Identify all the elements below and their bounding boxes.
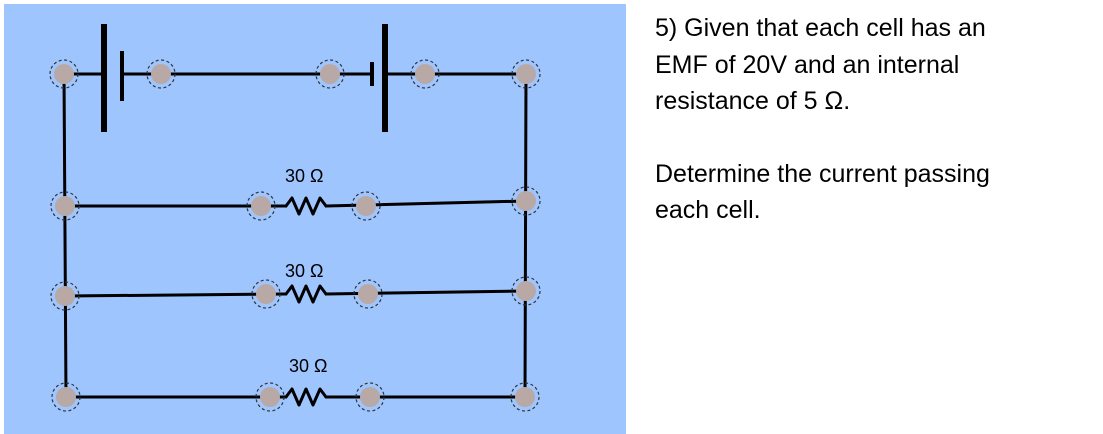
node[interactable]	[351, 191, 381, 221]
node[interactable]	[50, 191, 80, 221]
wire	[63, 292, 288, 298]
node[interactable]	[49, 59, 79, 89]
resistor-branch-3: 30 Ω	[64, 356, 527, 407]
question-text: 5) Given that each cell has an EMF of 20…	[655, 10, 1095, 229]
right-rail	[523, 72, 528, 399]
node[interactable]	[511, 276, 541, 306]
question-line: resistance of 5 Ω.	[655, 87, 851, 115]
node[interactable]	[355, 382, 385, 412]
resistor-3-zigzag	[284, 387, 328, 407]
resistor-1-label: 30 Ω	[285, 166, 323, 186]
node[interactable]	[255, 382, 285, 412]
node[interactable]	[50, 281, 80, 311]
node[interactable]	[246, 191, 276, 221]
node[interactable]	[315, 59, 345, 89]
question-line: each cell.	[655, 196, 761, 224]
resistor-3-label: 30 Ω	[289, 356, 327, 376]
circuit-diagram: 30 Ω 30 Ω 30 Ω	[4, 4, 626, 434]
resistor-2-label: 30 Ω	[285, 261, 323, 281]
node[interactable]	[51, 382, 81, 412]
node[interactable]	[510, 382, 540, 412]
question-line: 5) Given that each cell has an	[655, 14, 986, 42]
left-rail	[62, 72, 68, 399]
question-task: Determine the current passing each cell.	[655, 156, 1095, 229]
node[interactable]	[511, 186, 541, 216]
question-statement: 5) Given that each cell has an EMF of 20…	[655, 10, 1095, 120]
resistor-2-zigzag	[284, 284, 328, 304]
node[interactable]	[511, 59, 541, 89]
node[interactable]	[410, 59, 440, 89]
node[interactable]	[146, 59, 176, 89]
question-line: Determine the current passing	[655, 159, 990, 188]
resistor-1-zigzag	[284, 196, 328, 216]
node[interactable]	[251, 279, 281, 309]
node[interactable]	[353, 279, 383, 309]
question-line: EMF of 20V and an internal	[655, 50, 960, 79]
